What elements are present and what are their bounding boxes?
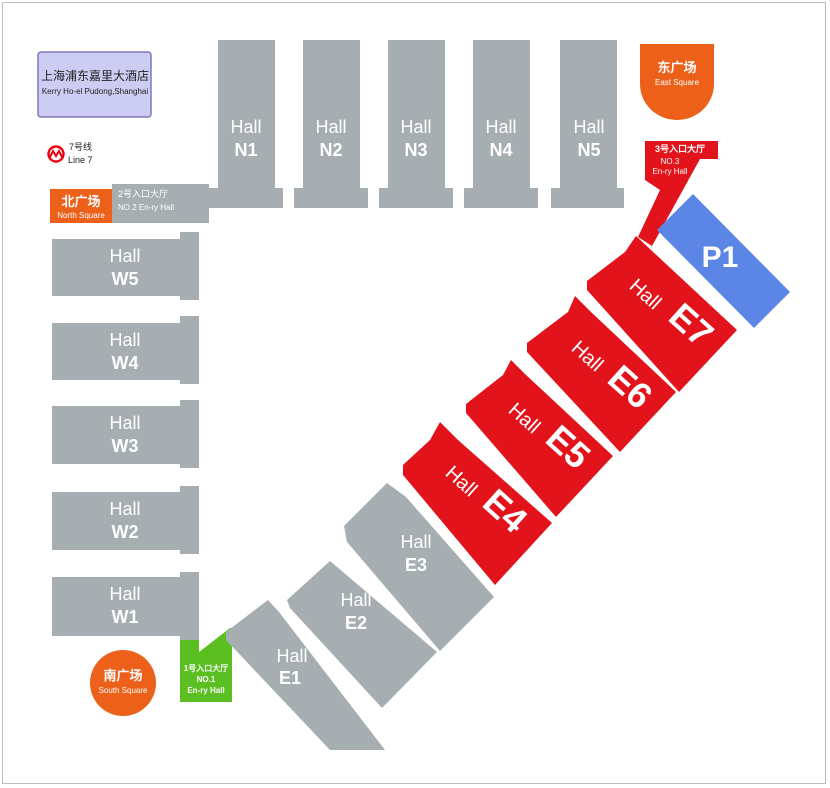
hall-e1-word: Hall [276,646,307,666]
hall-n4-code: N4 [489,140,512,160]
hall-e1-code: E1 [279,668,301,688]
north-square-cn: 北广场 [61,194,100,209]
hall-n5-code: N5 [577,140,600,160]
hall-n5-word: Hall [573,117,604,137]
hall-w2-code: W2 [112,522,139,542]
hall-w5: Hall W5 [52,232,199,300]
metro-logo-icon [47,145,65,163]
hall-w1-code: W1 [112,607,139,627]
hall-w5-code: W5 [112,269,139,289]
hotel-name-en: Kerry Ho-el Pudong,Shanghai [42,87,149,96]
hall-n5: Hall N5 [551,40,624,208]
parking-p1: P1 [657,194,790,328]
south-square-cn: 南广场 [103,668,142,683]
entry-hall-2-cn: 2号入口大厅 [118,188,168,199]
hall-w2: Hall W2 [52,486,199,554]
hall-w3: Hall W3 [52,400,199,468]
hall-e7: Hall E7 [587,236,737,392]
hall-e1: Hall E1 [226,600,385,750]
hall-w3-word: Hall [109,413,140,433]
hall-w5-word: Hall [109,246,140,266]
hall-e3-code: E3 [405,555,427,575]
entry-hall-2: 2号入口大厅 NO.2 En-ry Hall [112,184,209,223]
hall-e5: Hall E5 [466,360,613,517]
hall-e2: Hall E2 [287,561,437,708]
south-square-en: South Square [99,686,148,695]
hall-w4: Hall W4 [52,316,199,384]
entry-hall-1-cn: 1号入口大厅 [184,663,228,673]
metro-line-en: Line 7 [68,155,93,165]
metro-line-cn: 7号线 [69,141,92,152]
hall-n3: Hall N3 [379,40,453,208]
metro-station: 7号线 Line 7 [47,141,93,165]
hall-n4: Hall N4 [464,40,538,208]
hall-w1-word: Hall [109,584,140,604]
hall-w2-word: Hall [109,499,140,519]
east-square-en: East Square [655,78,700,87]
west-halls: Hall W5 Hall W4 Hall W3 Hall W2 Hall [52,232,199,640]
hall-n1-code: N1 [234,140,257,160]
hall-e3: Hall E3 [344,483,494,651]
hall-e6: Hall E6 [527,296,676,452]
hall-w4-word: Hall [109,330,140,350]
east-square-cn: 东广场 [657,60,696,75]
entry-hall-1-en1: NO.1 [197,675,216,684]
east-square: 东广场 East Square [640,44,714,120]
entry-hall-3: 3号入口大厅 NO.3 En-ry Hall [638,141,718,246]
hall-n2-code: N2 [319,140,342,160]
hall-w4-code: W4 [112,353,139,373]
hall-n1-word: Hall [230,117,261,137]
hotel-box: 上海浦东嘉里大酒店 Kerry Ho-el Pudong,Shanghai [37,51,152,118]
hall-n3-word: Hall [400,117,431,137]
entry-hall-3-cn: 3号入口大厅 [655,143,705,154]
hall-e2-word: Hall [340,590,371,610]
north-square-en: North Square [57,211,105,220]
hall-n2-word: Hall [315,117,346,137]
entry-hall-1-en2: En-ry Hall [187,686,224,695]
hall-e2-code: E2 [345,613,367,633]
entry-hall-1: 1号入口大厅 NO.1 En-ry Hall [180,628,232,702]
entry-hall-2-en: NO.2 En-ry Hall [118,203,174,212]
entry-hall-3-en2: En-ry Hall [652,167,687,176]
south-square: 南广场 South Square [90,650,156,716]
hotel-name-cn: 上海浦东嘉里大酒店 [41,68,149,83]
north-halls: Hall N1 Hall N2 Hall N3 Hall N4 Hall [209,40,624,208]
hall-n1: Hall N1 [209,40,283,208]
hall-w3-code: W3 [112,436,139,456]
north-square: 北广场 North Square [50,189,112,223]
hall-n3-code: N3 [404,140,427,160]
parking-p1-label: P1 [702,241,739,274]
hall-n2: Hall N2 [294,40,368,208]
hall-e4: Hall E4 [403,422,552,585]
hall-e3-word: Hall [400,532,431,552]
hall-w1: Hall W1 [52,572,199,640]
entry-hall-3-en1: NO.3 [661,157,680,166]
hall-n4-word: Hall [485,117,516,137]
